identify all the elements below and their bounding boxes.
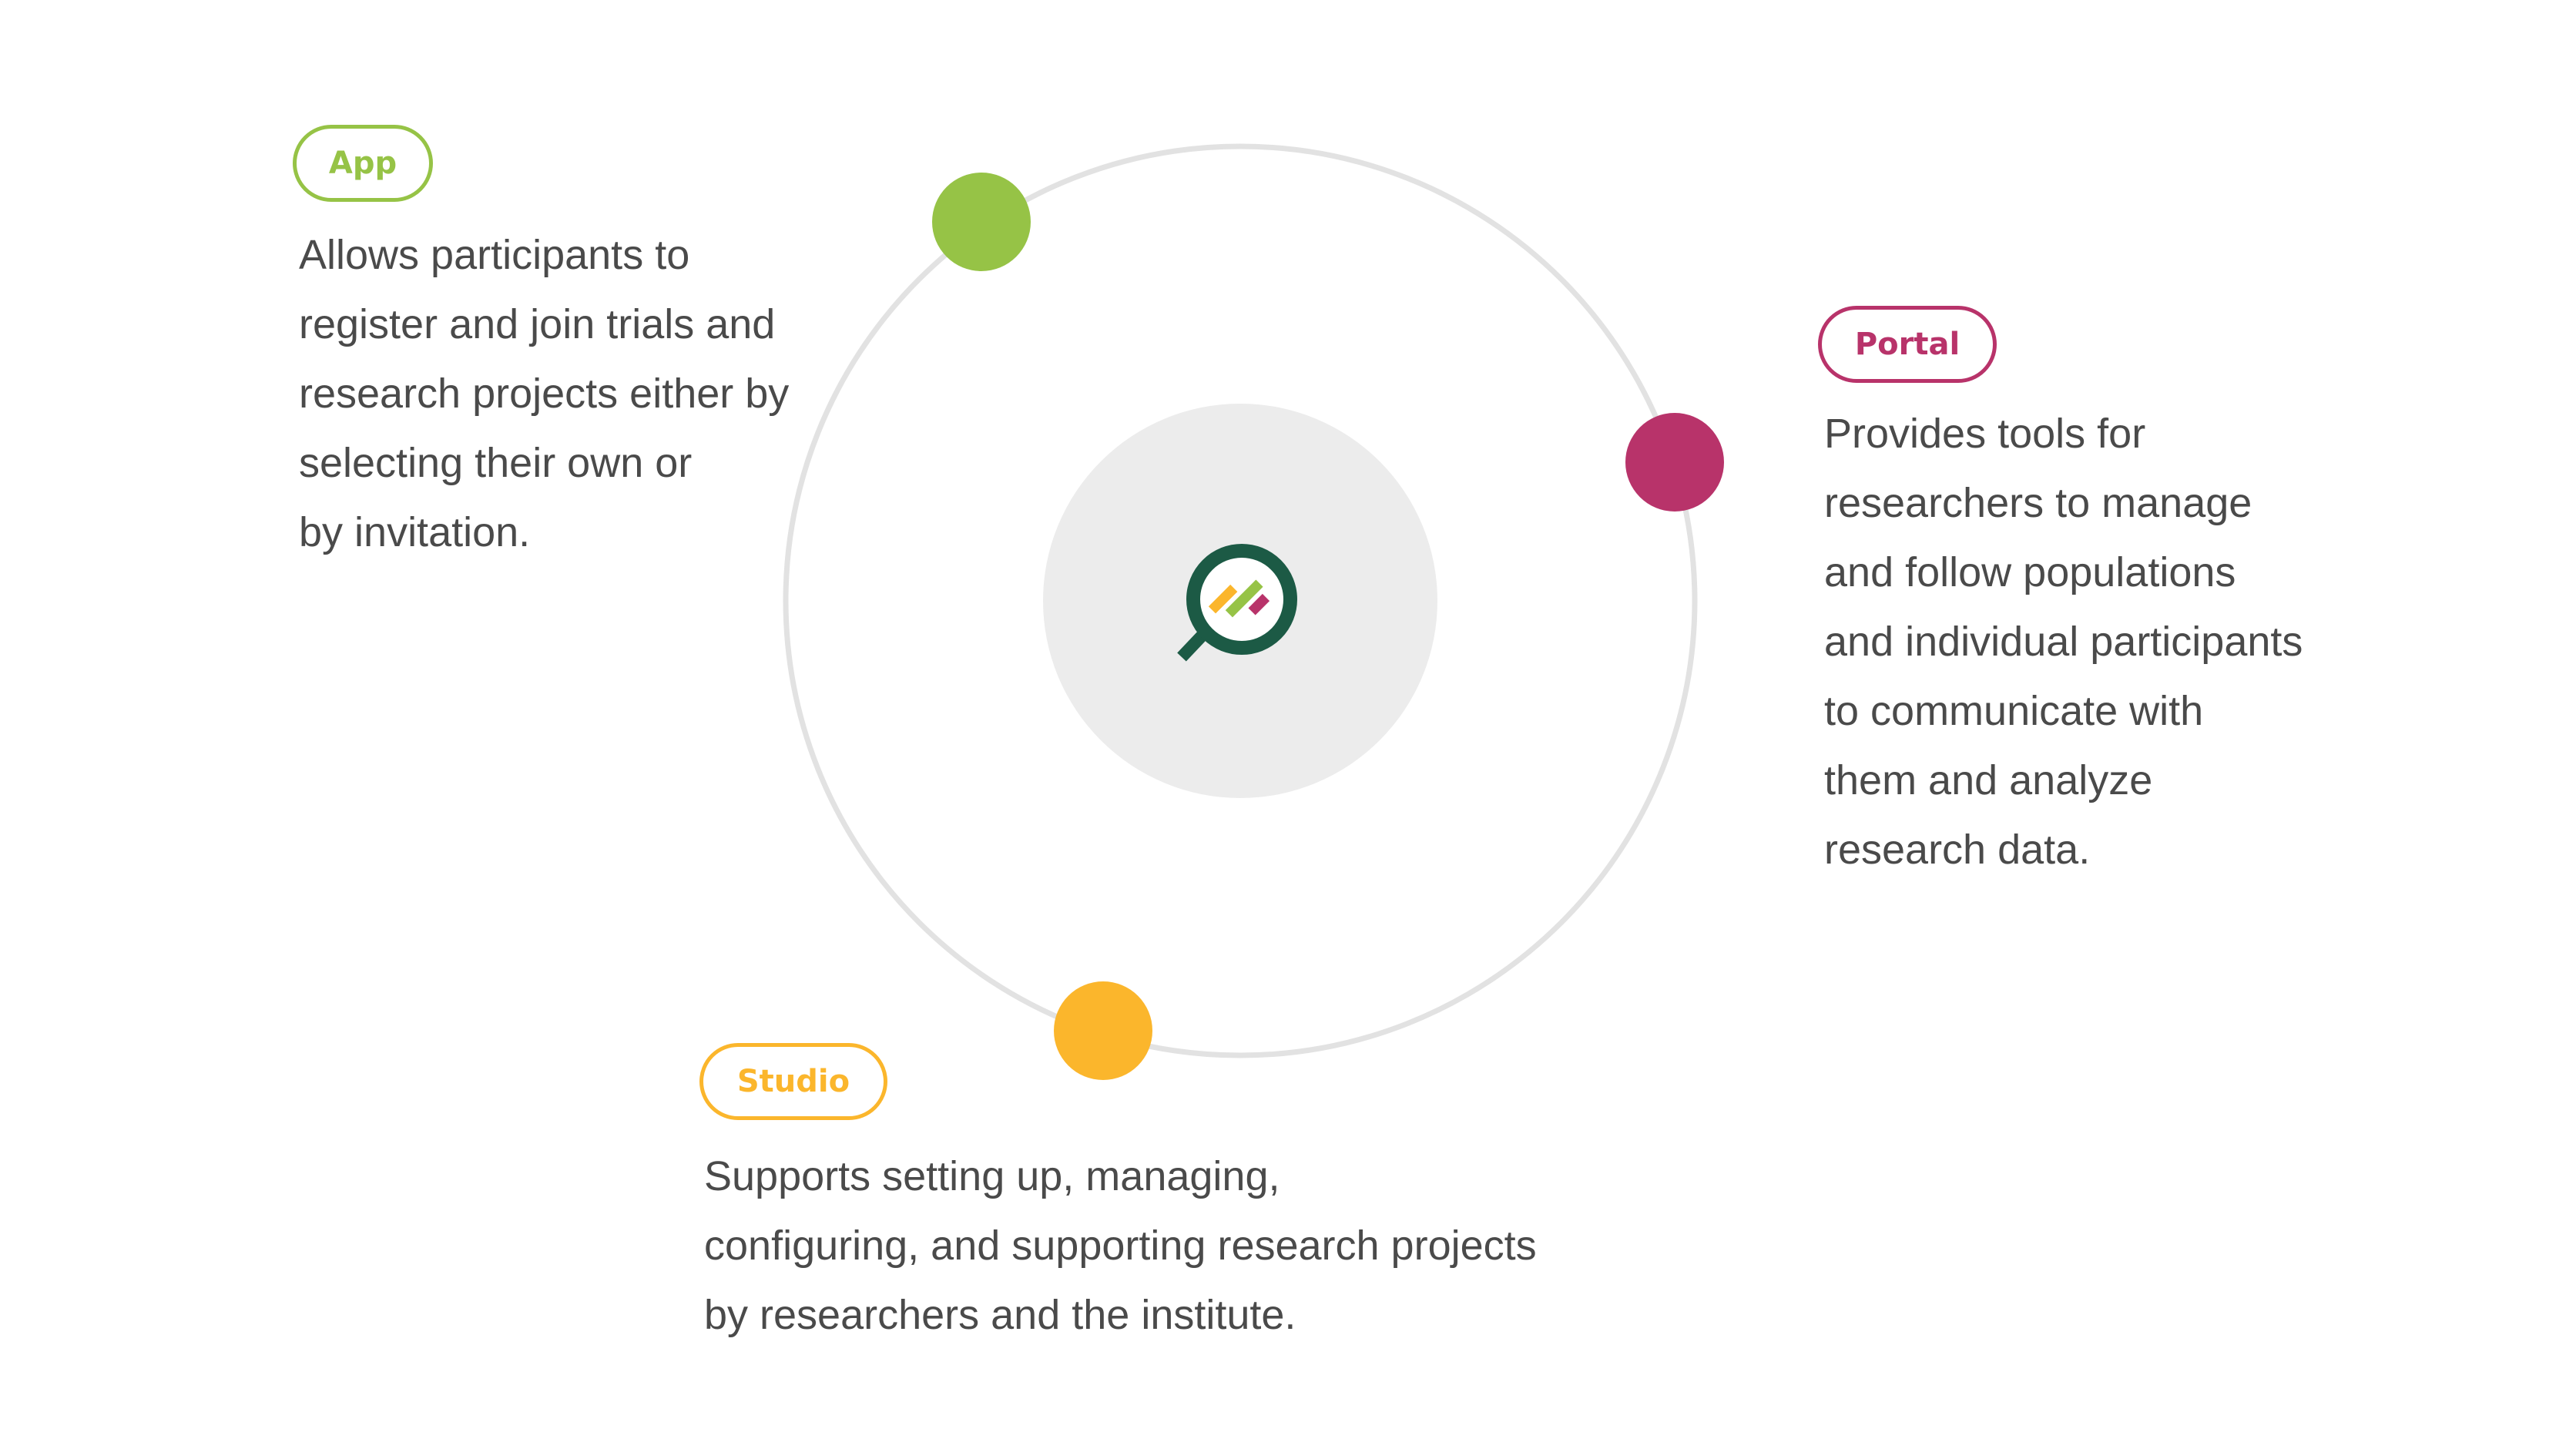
portal-badge: Portal (1818, 306, 1997, 383)
orbit-ring (783, 143, 1698, 1058)
description-line: Supports setting up, managing, (704, 1153, 1280, 1199)
studio-badge: Studio (699, 1043, 887, 1120)
logo-stripe-green (1225, 579, 1263, 618)
description-line: Provides tools for (1824, 411, 2146, 457)
description-line: them and analyze (1824, 757, 2153, 803)
logo-stripe-magenta (1248, 593, 1270, 615)
description-line: and follow populations (1824, 549, 2236, 595)
node-dot-portal (1625, 413, 1724, 512)
portal-description: Provides tools for researchers to manage a… (1824, 399, 2303, 884)
node-dot-studio (1054, 981, 1152, 1080)
description-line: by invitation. (299, 509, 531, 555)
magnifier-logo-icon (1177, 544, 1297, 662)
description-line: research data. (1824, 827, 2091, 873)
description-line: configuring, and supporting research pro… (704, 1223, 1537, 1269)
description-line: to communicate with (1824, 688, 2204, 734)
description-line: Allows participants to (299, 232, 690, 278)
node-dot-app (932, 173, 1031, 271)
logo-stripe-orange (1208, 584, 1238, 614)
description-line: and individual participants (1824, 619, 2303, 665)
description-line: researchers to manage (1824, 480, 2252, 526)
description-line: selecting their own or (299, 440, 693, 486)
description-line: register and join trials and (299, 301, 776, 347)
description-line: research projects either by (299, 371, 790, 417)
app-badge: App (293, 125, 433, 202)
description-line: by researchers and the institute. (704, 1292, 1296, 1338)
studio-description: Supports setting up, managing, configurin… (704, 1142, 1537, 1350)
app-description: Allows participants to register and join … (299, 220, 789, 567)
